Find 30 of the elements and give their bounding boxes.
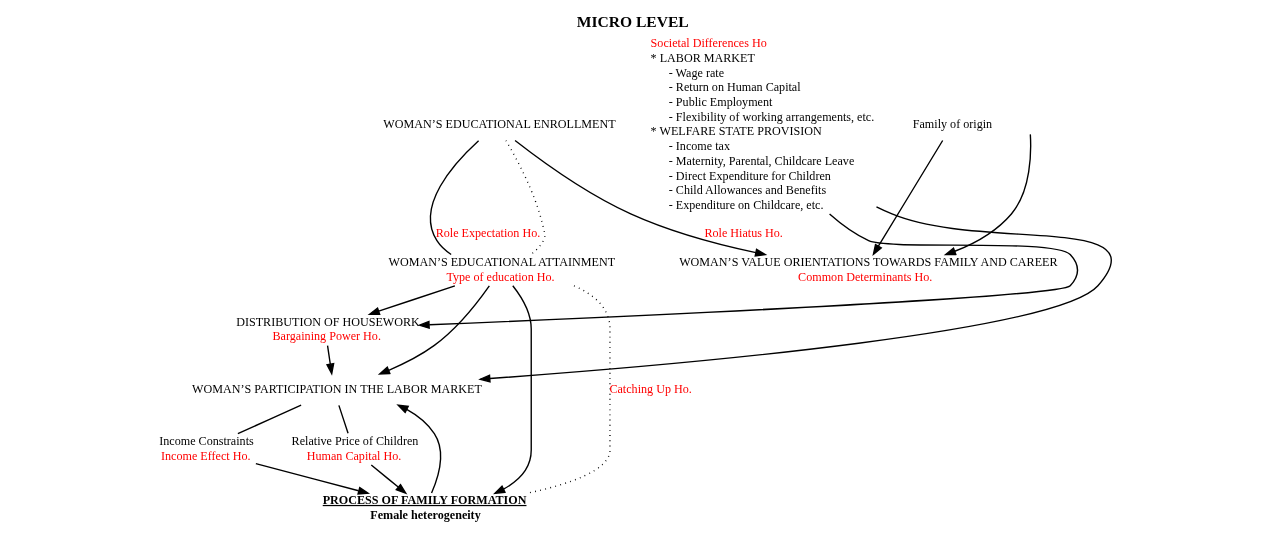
arrow bbox=[514, 139, 768, 257]
arrow bbox=[377, 285, 490, 375]
connector bbox=[338, 404, 349, 434]
edge-label: Role Hiatus Ho. bbox=[704, 226, 783, 241]
arrow bbox=[417, 213, 1078, 330]
connector bbox=[429, 140, 480, 256]
node-text: WOMAN’S VALUE ORIENTATIONS TOWARDS FAMILY AND CAREER Common Determinants Ho. bbox=[679, 255, 1058, 284]
node-text: DISTRIBUTION OF HOUSEWORK Bargaining Power Ho. bbox=[236, 314, 420, 344]
node-text: Societal Differences Ho * LABOR MARKET - Wage rate - Return on Human Capital - Public Employment - Flexibility of working arrangements, etc. * WELFARE STATE PROVISION - Income tax - Maternity, Parental, Childcare Leave - Direct Expenditure for Children - Child Allowances and Benefits - Expenditure on Childcare, etc. bbox=[650, 36, 875, 212]
diagram-title: MICRO LEVEL bbox=[576, 12, 689, 30]
arrow bbox=[943, 133, 1032, 256]
node-text: PROCESS OF FAMILY FORMATION Female heterogeneity bbox=[322, 492, 527, 522]
node-text: WOMAN’S EDUCATIONAL ATTAINMENT Type of education Ho. bbox=[388, 255, 616, 284]
arrow bbox=[370, 464, 408, 495]
connector bbox=[237, 404, 302, 435]
arrow bbox=[367, 285, 456, 316]
arrow bbox=[872, 139, 944, 257]
edge-label: Catching Up Ho. bbox=[609, 381, 692, 396]
arrow bbox=[493, 285, 532, 495]
arrow bbox=[396, 404, 442, 494]
arrow bbox=[478, 206, 1112, 383]
node-text: Relative Price of Children Human Capital Ho. bbox=[291, 434, 419, 463]
node-text: WOMAN’S PARTICIPATION IN THE LABOR MARKET bbox=[192, 382, 482, 397]
arrow bbox=[325, 344, 335, 376]
node-text: Income Constraints Income Effect Ho. bbox=[159, 434, 254, 463]
arrow bbox=[255, 462, 371, 495]
connector bbox=[505, 139, 546, 256]
node-text: Family of origin bbox=[912, 117, 993, 132]
edge-label: Role Expectation Ho. bbox=[435, 226, 541, 241]
node-text: WOMAN’S EDUCATIONAL ENROLLMENT bbox=[383, 117, 616, 132]
